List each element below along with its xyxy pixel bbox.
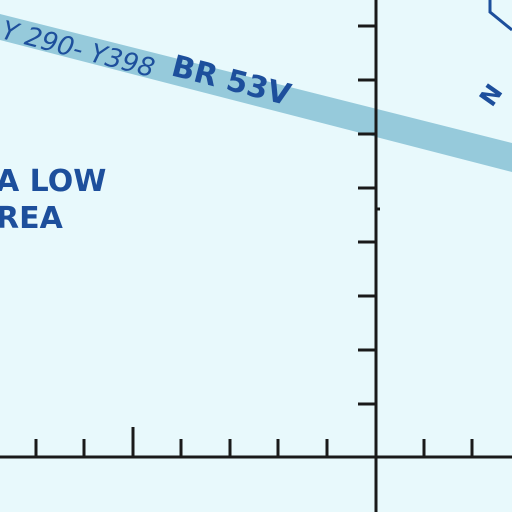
area-label-line2: REA (0, 201, 64, 236)
horizontal-axis-ticks (34, 427, 474, 512)
upper-right-label-fragment: N (474, 79, 508, 112)
boundary-fragment (488, 0, 512, 32)
airway-designator-label: BR 53V (168, 49, 295, 113)
airway-route-label: Y 290- Y398 (0, 16, 158, 84)
vertical-axis-ticks (358, 24, 380, 406)
airway-band (0, 14, 512, 172)
area-label-line1: A LOW (0, 164, 106, 199)
